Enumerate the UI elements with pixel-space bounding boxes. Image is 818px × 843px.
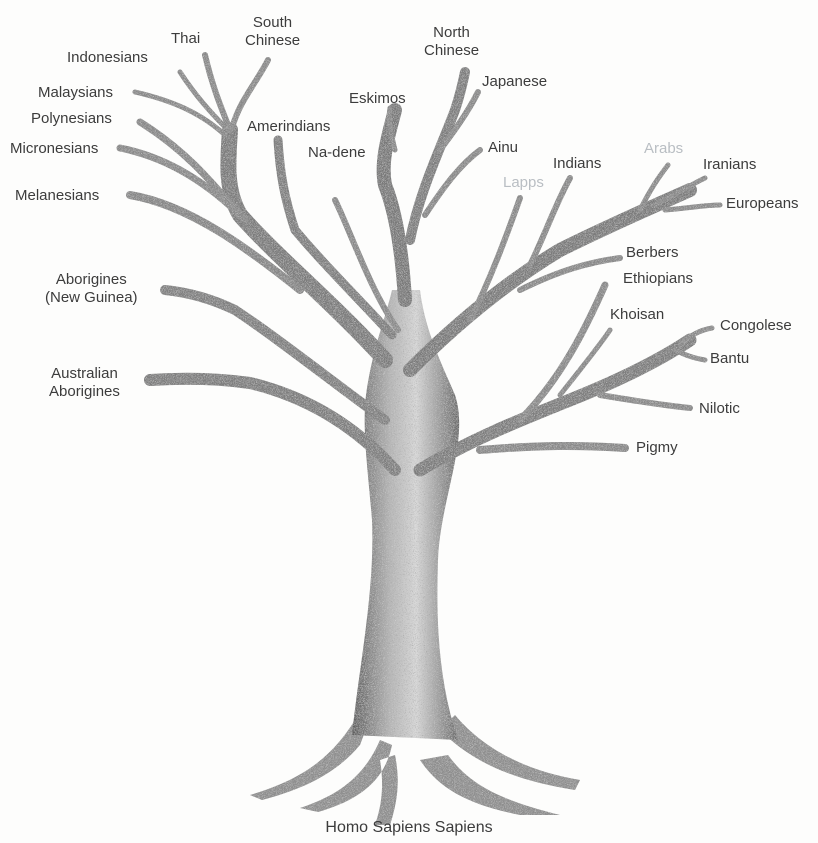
label-japanese: Japanese [482, 73, 547, 91]
label-polynesians: Polynesians [31, 110, 112, 128]
branch-nilotic [600, 395, 690, 408]
label-khoisan: Khoisan [610, 306, 664, 324]
branch-europeans [665, 205, 720, 210]
branch-australian-aborigines [150, 379, 395, 470]
diagram-caption: Homo Sapiens Sapiens [0, 819, 818, 837]
label-europeans: Europeans [726, 195, 799, 213]
label-south-chinese: South Chinese [245, 14, 300, 50]
label-berbers: Berbers [626, 244, 679, 262]
label-eskimos: Eskimos [349, 90, 406, 108]
label-ethiopians: Ethiopians [623, 270, 693, 288]
branch-pigmy [480, 446, 625, 450]
label-thai: Thai [171, 30, 200, 48]
label-north-chinese: North Chinese [424, 24, 479, 60]
label-melanesians: Melanesians [15, 187, 99, 205]
label-lapps: Lapps [503, 174, 544, 192]
label-arabs: Arabs [644, 140, 683, 158]
label-iranians: Iranians [703, 156, 756, 174]
trunk-body [352, 290, 459, 740]
label-na-dene: Na-dene [308, 144, 366, 162]
label-amerindians: Amerindians [247, 118, 330, 136]
label-aborigines-new-guinea: Aborigines (New Guinea) [45, 271, 138, 307]
label-micronesians: Micronesians [10, 140, 98, 158]
label-nilotic: Nilotic [699, 400, 740, 418]
label-australian-aborigines: Australian Aborigines [49, 365, 120, 401]
label-pigmy: Pigmy [636, 439, 678, 457]
branch-aborigines-new-guinea [165, 290, 385, 420]
branch-bantu [675, 350, 705, 360]
label-malaysians: Malaysians [38, 84, 113, 102]
label-congolese: Congolese [720, 317, 792, 335]
label-indonesians: Indonesians [67, 49, 148, 67]
label-bantu: Bantu [710, 350, 749, 368]
branch-north-chinese [410, 72, 465, 240]
label-ainu: Ainu [488, 139, 518, 157]
label-indians: Indians [553, 155, 601, 173]
